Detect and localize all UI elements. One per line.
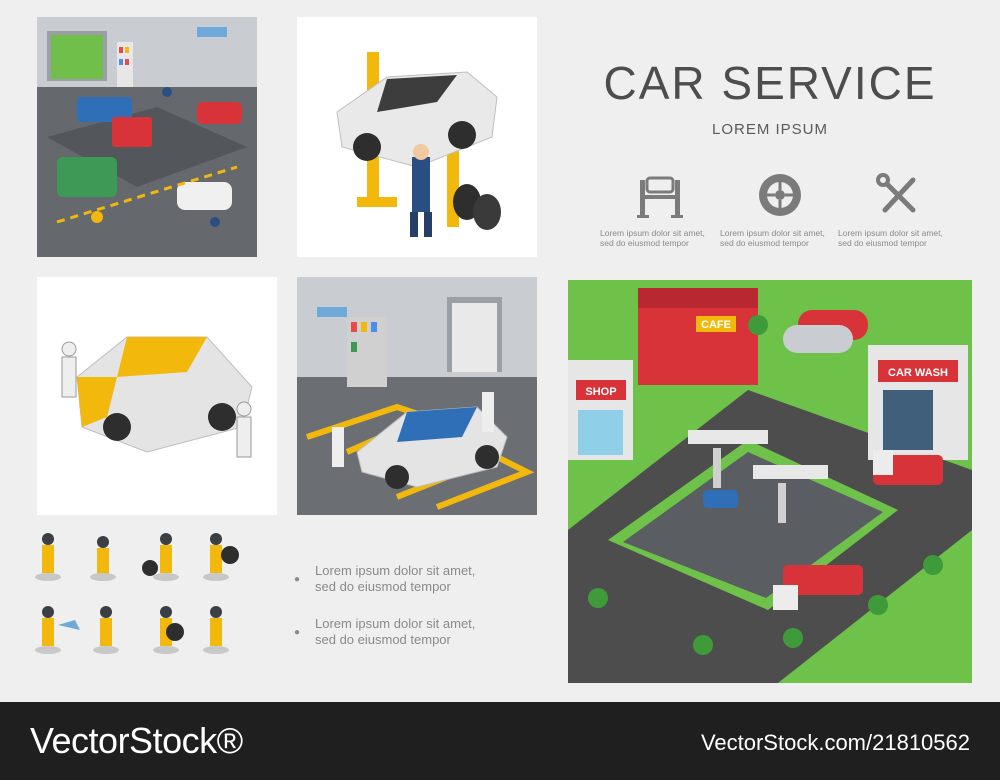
page-subtitle: LOREM IPSUM (711, 121, 828, 138)
gas-station-illustration: CAFE SHOP CAR WASH (568, 280, 972, 683)
image-id-text: VectorStock.com/21810562 (700, 730, 970, 755)
feature-text-line: sed do eiusmod tempor (838, 238, 927, 248)
feature-wheel: Lorem ipsum dolor sit amet, sed do eiusm… (720, 170, 840, 248)
watermark-logo: VectorStock® (30, 720, 243, 761)
carwash-sign: CAR WASH (888, 367, 948, 379)
paint-booth-illustration (297, 277, 537, 515)
feature-text-line: Lorem ipsum dolor sit amet, (600, 228, 705, 238)
car-painting-illustration (37, 277, 277, 515)
feature-text-line: Lorem ipsum dolor sit amet, (720, 228, 825, 238)
car-lift-illustration (297, 17, 537, 257)
cafe-sign: CAFE (701, 319, 731, 331)
shop-sign: SHOP (585, 386, 616, 398)
page-title: CAR SERVICE (603, 57, 937, 109)
feature-text-line: Lorem ipsum dolor sit amet, (838, 228, 943, 238)
bullet-text-line: Lorem ipsum dolor sit amet, (315, 563, 476, 578)
bullet-dot-icon: ● (294, 627, 301, 638)
bullet-text-line: Lorem ipsum dolor sit amet, (315, 616, 476, 631)
bullet-dot-icon: ● (294, 574, 301, 585)
bullet-text-line: sed do eiusmod tempor (315, 579, 451, 594)
watermark-footer: VectorStock® VectorStock.com/21810562 (0, 702, 1000, 780)
wheel-icon (759, 174, 801, 216)
bullet-text-line: sed do eiusmod tempor (315, 632, 451, 647)
car-lift-icon (637, 176, 683, 218)
feature-car-lift: Lorem ipsum dolor sit amet, sed do eiusm… (600, 170, 720, 248)
wrench-screwdriver-icon (876, 173, 916, 213)
garage-overview-illustration (37, 17, 257, 257)
feature-text-line: sed do eiusmod tempor (720, 238, 809, 248)
feature-tools: Lorem ipsum dolor sit amet, sed do eiusm… (838, 170, 958, 248)
feature-text-line: sed do eiusmod tempor (600, 238, 689, 248)
mechanics-set-illustration (30, 530, 250, 670)
